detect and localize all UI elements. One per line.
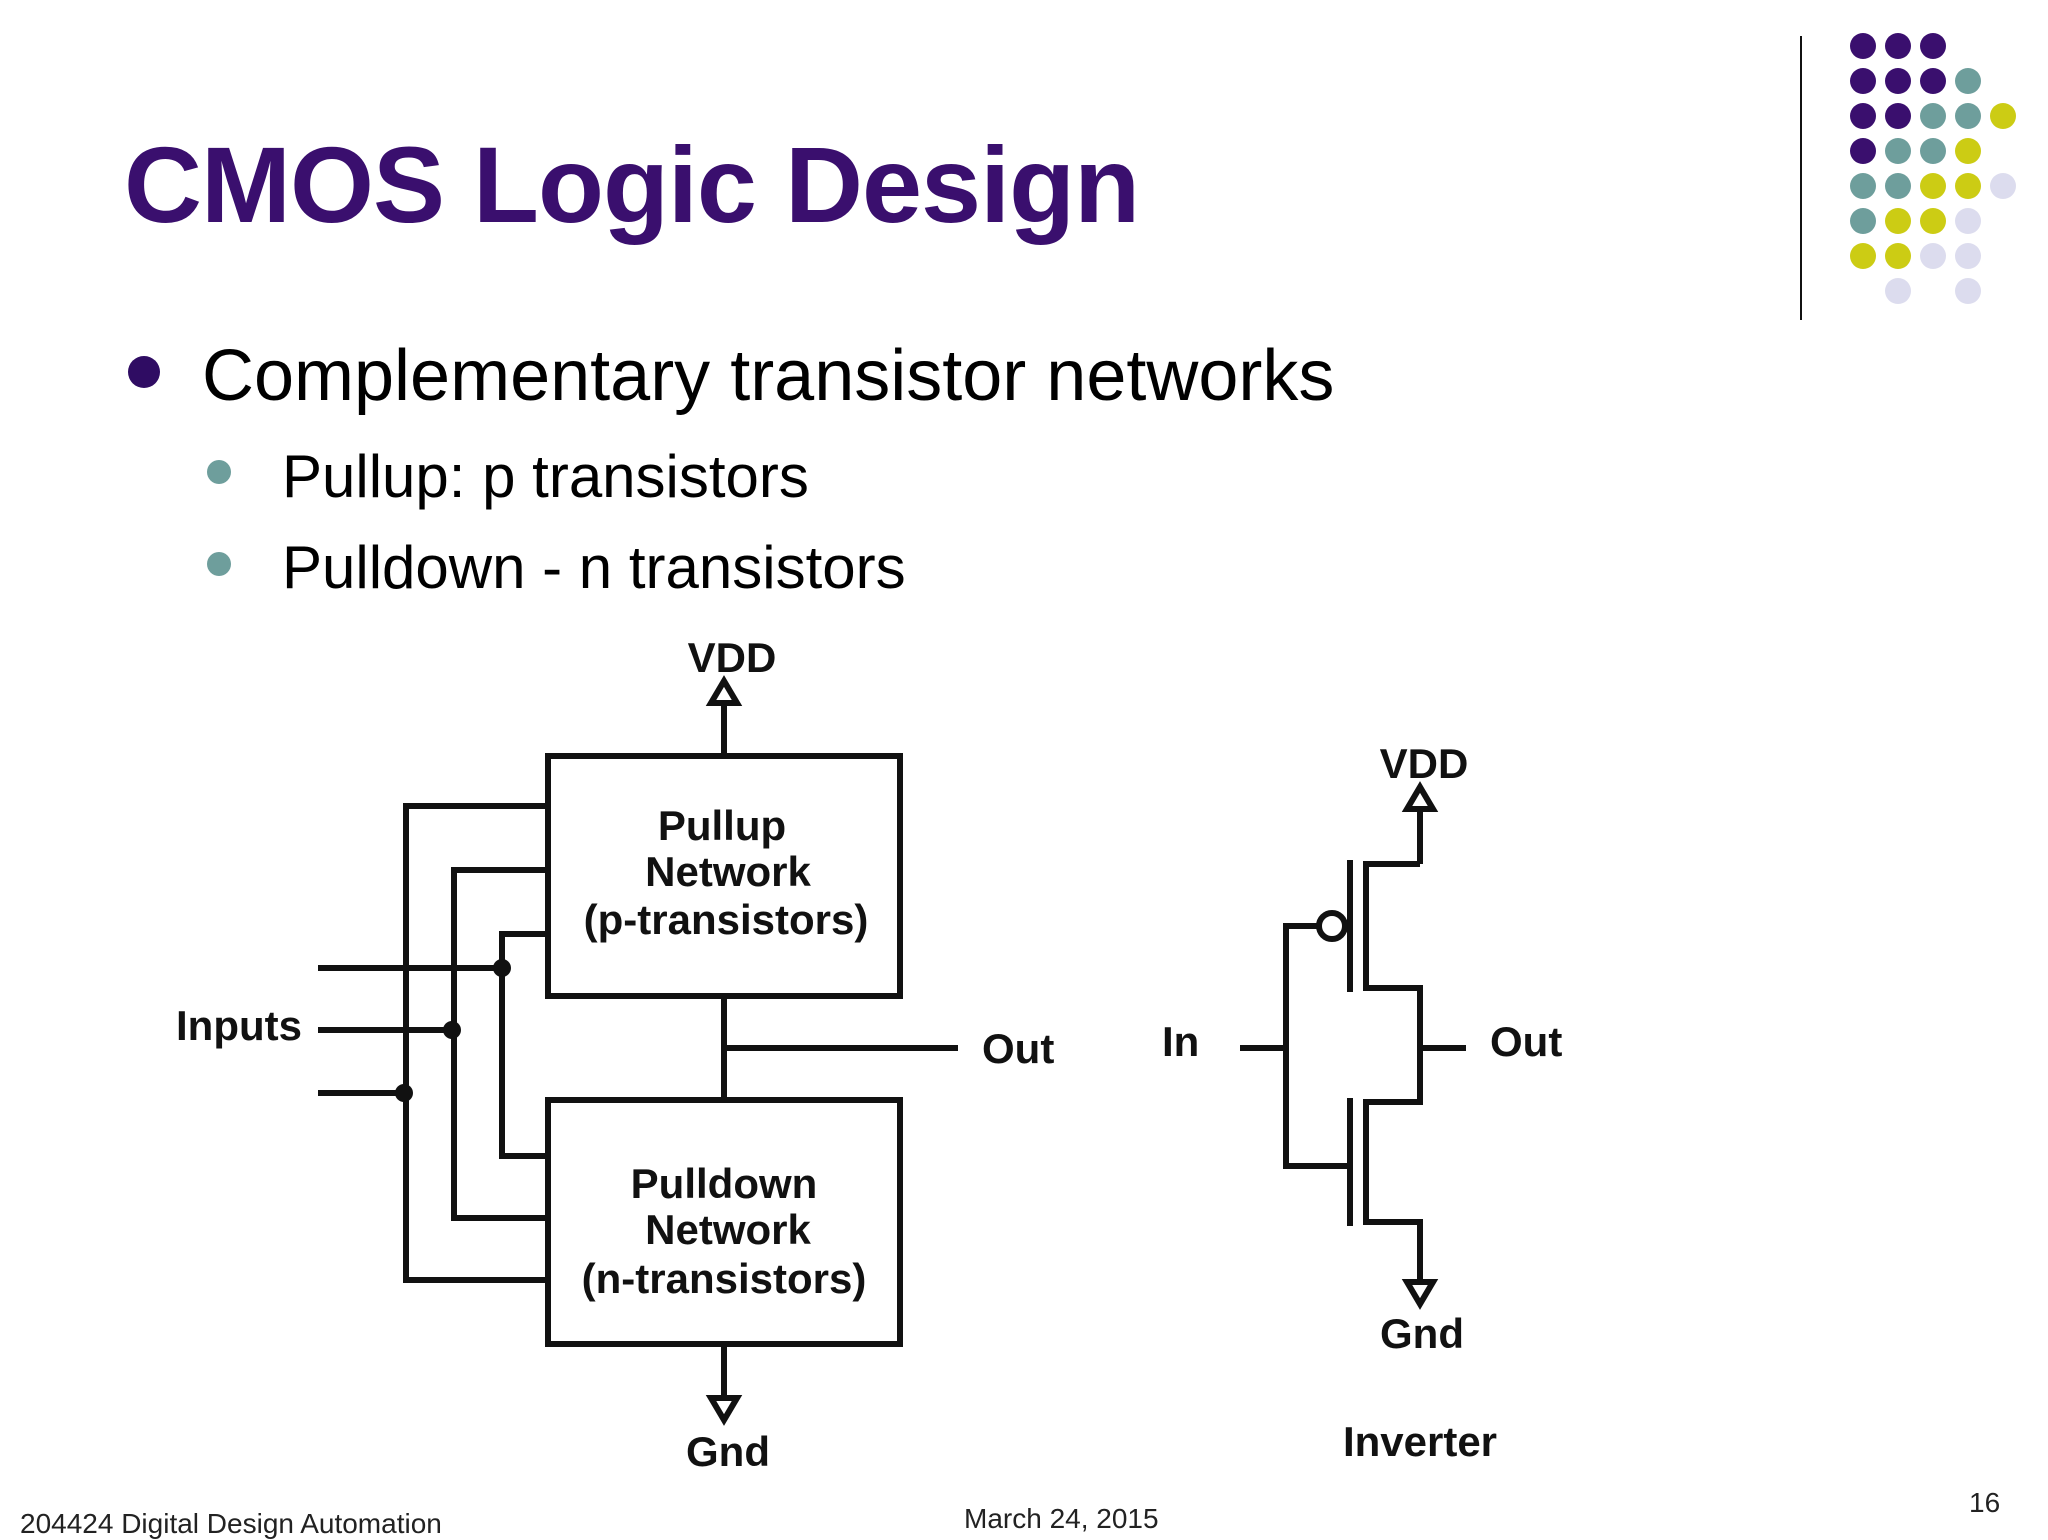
decorative-dot xyxy=(1850,173,1876,199)
junction-dot xyxy=(443,1021,461,1039)
footer-date: March 24, 2015 xyxy=(964,1503,1159,1534)
decorative-dot xyxy=(1955,103,1981,129)
inverter-drain-source-wire xyxy=(1363,861,1423,1282)
decorative-dot xyxy=(1920,173,1946,199)
inverter-gnd-label: Gnd xyxy=(1380,1310,1464,1357)
pullup-line-3: (p-transistors) xyxy=(584,896,869,943)
decorative-dot xyxy=(1885,103,1911,129)
decorative-dot xyxy=(1850,103,1876,129)
pmos-bubble-icon xyxy=(1316,910,1348,942)
decorative-dot xyxy=(1850,138,1876,164)
decorative-dot xyxy=(1955,173,1981,199)
inverter-vdd-label: VDD xyxy=(1380,740,1469,787)
decorative-dot xyxy=(1920,33,1946,59)
inverter-gate-wire xyxy=(1283,923,1350,1169)
sub-bullet-item: Pulldown - n transistors xyxy=(282,534,906,601)
inverter-gnd-arrow-icon xyxy=(1401,1279,1439,1310)
decorative-dot xyxy=(1885,33,1911,59)
vdd-label: VDD xyxy=(688,634,777,681)
decorative-dot xyxy=(1920,138,1946,164)
decorative-dot xyxy=(1850,33,1876,59)
gnd-arrow-icon xyxy=(705,1395,743,1426)
junction-dot xyxy=(493,959,511,977)
sub-bullet-item: Pullup: p transistors xyxy=(282,443,809,510)
decorative-dot xyxy=(1850,243,1876,269)
inverter-caption: Inverter xyxy=(1343,1418,1497,1465)
decorative-dot xyxy=(1885,138,1911,164)
bullet-icon xyxy=(128,356,160,388)
decorative-dot xyxy=(1920,208,1946,234)
decorative-dot xyxy=(1990,173,2016,199)
footer-course: 204424 Digital Design Automation xyxy=(20,1508,442,1539)
bus-wire-inner xyxy=(499,931,548,1159)
decorative-dot xyxy=(1920,103,1946,129)
decorative-dot xyxy=(1990,103,2016,129)
decorative-dot xyxy=(1955,68,1981,94)
pullup-line-2: Network xyxy=(645,848,811,895)
bus-wire-outer xyxy=(403,803,548,1283)
inputs-label: Inputs xyxy=(176,1002,302,1049)
decorative-dot xyxy=(1955,278,1981,304)
general-cmos-diagram xyxy=(318,675,958,1426)
junction-dot xyxy=(395,1084,413,1102)
page-number: 16 xyxy=(1969,1487,2001,1518)
pulldown-line-1: Pulldown xyxy=(631,1160,818,1207)
pullup-line-1: Pullup xyxy=(658,802,786,849)
decorative-dot xyxy=(1885,68,1911,94)
decorative-dot xyxy=(1920,243,1946,269)
decorative-dot xyxy=(1885,173,1911,199)
decorative-dot xyxy=(1885,243,1911,269)
decorative-dot xyxy=(1955,208,1981,234)
sub-bullet-icon xyxy=(207,552,231,576)
pulldown-line-3: (n-transistors) xyxy=(582,1255,867,1302)
decorative-dot xyxy=(1885,278,1911,304)
sub-bullet-icon xyxy=(207,460,231,484)
inverter-out-label: Out xyxy=(1490,1018,1562,1065)
inverter-in-label: In xyxy=(1162,1018,1199,1065)
decorative-dot xyxy=(1920,68,1946,94)
bullet-item: Complementary transistor networks xyxy=(202,336,1335,416)
gnd-label: Gnd xyxy=(686,1428,770,1475)
inverter-diagram xyxy=(1240,781,1466,1310)
slide-title: CMOS Logic Design xyxy=(124,124,1140,245)
out-label: Out xyxy=(982,1025,1054,1072)
pulldown-line-2: Network xyxy=(645,1206,811,1253)
inverter-vdd-arrow-icon xyxy=(1401,781,1439,812)
decorative-dot xyxy=(1955,243,1981,269)
decorative-dot xyxy=(1885,208,1911,234)
decorative-dot xyxy=(1955,138,1981,164)
divider-line xyxy=(1800,36,1802,320)
decorative-dot xyxy=(1850,208,1876,234)
bus-wire-middle xyxy=(451,867,548,1221)
decorative-dot xyxy=(1850,68,1876,94)
vdd-arrow-icon xyxy=(705,675,743,706)
